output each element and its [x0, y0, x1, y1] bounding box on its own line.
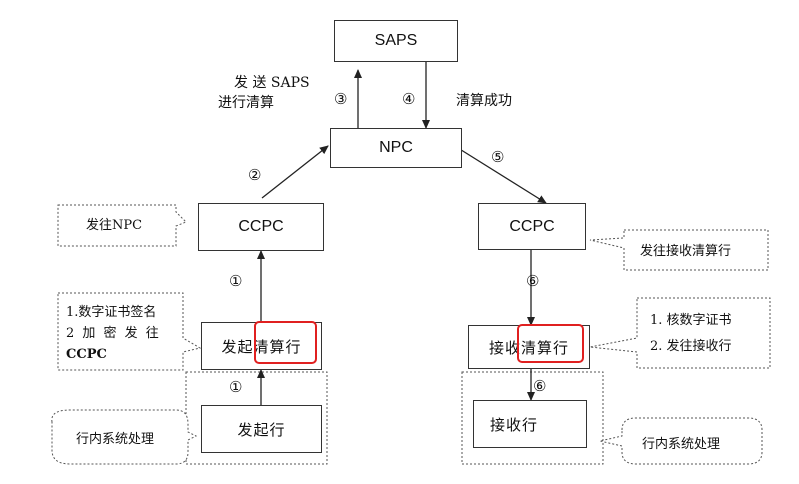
recv-bank-label: 接收行 — [490, 415, 539, 434]
step-6-lower: ⑥ — [533, 377, 547, 395]
recv-clearing-label: 接收清算行 — [488, 338, 569, 357]
highlight-recv-clearing — [517, 324, 584, 363]
step-1-lower: ① — [229, 378, 243, 396]
step-4: ④ — [402, 90, 416, 108]
npc-label: NPC — [379, 139, 413, 156]
callout-to-recv-clearing — [589, 229, 769, 271]
clearing-success-text: 清算成功 — [456, 93, 512, 109]
note-sign-line-1: 1.数字证书签名 — [66, 305, 157, 320]
highlight-send-clearing — [254, 321, 317, 364]
note-verify-line-1: 1. 核数字证书 — [650, 313, 732, 328]
send-bank-box: 发起行 — [201, 405, 322, 453]
note-internal-left: 行内系统处理 — [76, 432, 155, 447]
callout-verify — [589, 297, 771, 369]
note-sign: 1.数字证书签名 2 加 密 发 往 CCPC — [60, 298, 184, 369]
send-clearing-label: 发起清算行 — [221, 337, 302, 356]
step-2: ② — [248, 166, 262, 184]
arrow-ccpc-to-npc — [261, 145, 329, 199]
note-verify: 1. 核数字证书 2. 发往接收行 — [644, 304, 738, 364]
internal-group-right — [461, 371, 604, 465]
note-sign-line-2: 2 加 密 发 往 — [66, 326, 161, 341]
step-6-upper: ⑥ — [526, 272, 540, 290]
recv-bank-box: 接收行 — [473, 400, 587, 448]
note-verify-line-2: 2. 发往接收行 — [650, 339, 732, 354]
npc-box: NPC — [330, 128, 462, 168]
arrow-npc-to-ccpc — [457, 147, 547, 204]
send-bank-label: 发起行 — [237, 420, 286, 439]
ccpc-right-box: CCPC — [478, 203, 586, 250]
callout-to-npc — [57, 204, 187, 247]
send-saps-text-1: 发 送 SAPS — [234, 75, 310, 91]
callout-internal-right — [599, 417, 763, 465]
note-to-recv-clearing: 发往接收清算行 — [640, 244, 732, 259]
step-1-upper: ① — [229, 272, 243, 290]
note-sign-line-3: CCPC — [66, 347, 107, 362]
step-5: ⑤ — [491, 148, 505, 166]
send-saps-text-2: 进行清算 — [218, 95, 274, 111]
step-3: ③ — [334, 90, 348, 108]
callout-internal-left — [51, 409, 198, 465]
note-internal-right: 行内系统处理 — [642, 437, 721, 452]
ccpc-right-label: CCPC — [509, 217, 555, 235]
ccpc-left-box: CCPC — [198, 203, 324, 251]
callout-sign — [57, 292, 202, 371]
saps-box: SAPS — [334, 20, 458, 62]
saps-label: SAPS — [374, 32, 418, 49]
ccpc-left-label: CCPC — [238, 218, 284, 235]
note-to-npc: 发往NPC — [86, 218, 143, 233]
